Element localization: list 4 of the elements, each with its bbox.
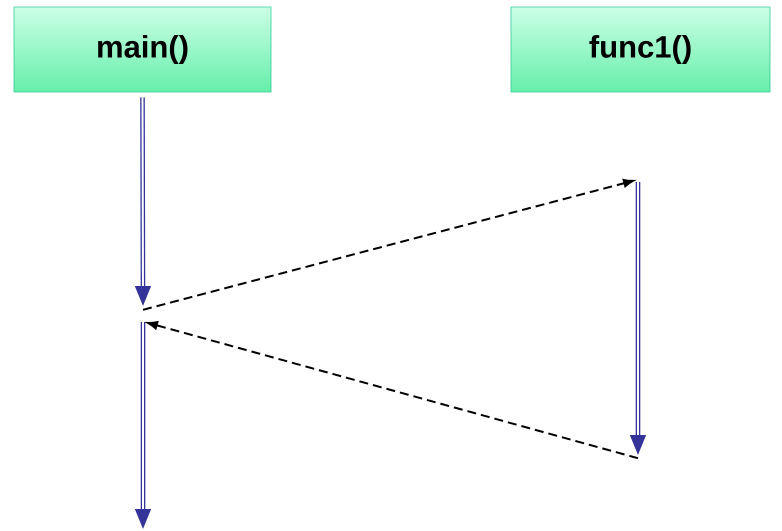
- function-box: func1(): [510, 6, 770, 92]
- function-box: main(): [14, 6, 272, 92]
- dashed-arrow: [147, 321, 638, 460]
- dashed-arrow: [142, 178, 634, 311]
